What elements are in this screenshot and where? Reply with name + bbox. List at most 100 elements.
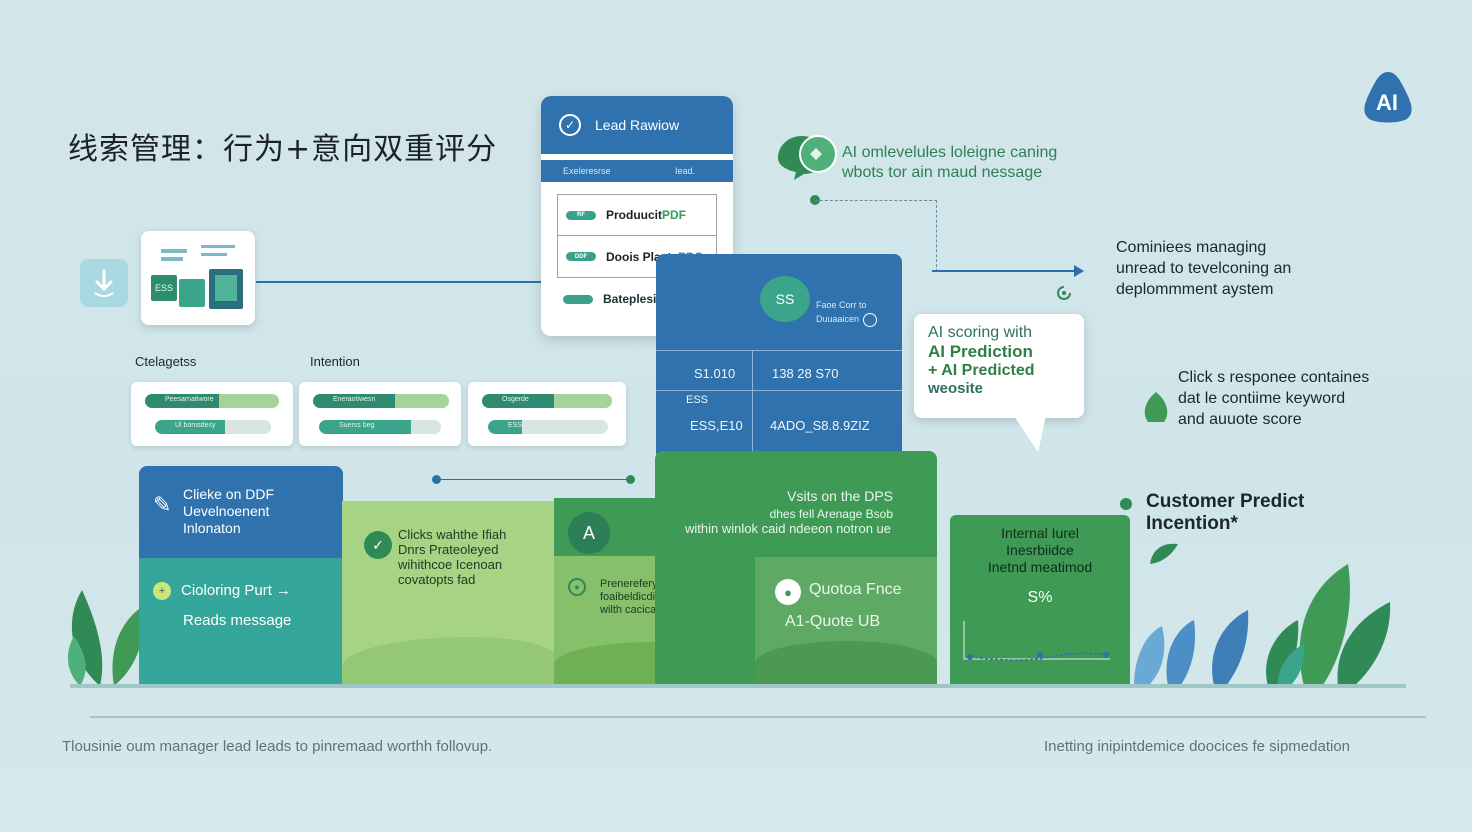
bubble-line: AI Prediction (928, 342, 1033, 361)
score-bar[interactable]: ESS (488, 420, 608, 434)
trend-line-chart (963, 621, 1110, 661)
table-cell: 4ADO_S8.8.9ZIZ (770, 418, 870, 433)
score-bar[interactable]: Eneraotiwesn (313, 394, 449, 408)
radio-icon[interactable]: ● (568, 578, 586, 596)
ground-line (70, 684, 1406, 688)
panel-line: Cioloring Purt → (181, 582, 292, 599)
score-slider-card[interactable]: Peesarnatiwore Ul bomsdesy (131, 382, 293, 446)
desc-line: Click s responee containes (1178, 369, 1370, 386)
score-bar[interactable]: Suerss beg (319, 420, 441, 434)
chat-bubble-icon (774, 134, 838, 182)
panel-side-text: Duuaaicen (816, 314, 860, 324)
panel-line: wihithcoe Icenoan (398, 557, 503, 572)
bubble-line: weosite (928, 380, 984, 397)
panel-line: Vsits on the DPS (787, 488, 893, 504)
chat-line: wbots tor ain maud nessage (842, 164, 1043, 181)
lead-review-card[interactable]: ✓ Lead Rawiow Exeleresrse Iead. RF Produuci… (541, 96, 733, 336)
panel-line: Quotoa Fnce (809, 581, 902, 598)
panel-line: Inetnd meatimod (987, 559, 1093, 575)
document-thumbnail[interactable]: ESS (141, 231, 255, 325)
row-accent: PDF (662, 208, 686, 222)
panel-line: Clicks wahthe Ifiah (398, 527, 507, 542)
quote-icon: ● (775, 579, 801, 605)
bubble-line: + AI Predicted (928, 362, 1035, 379)
panel-line: Uevelnoenent (183, 503, 270, 519)
table-cell: ESS,E10 (690, 418, 743, 433)
ai-badge-text: AI (1376, 90, 1398, 115)
panel-badge: A (568, 512, 610, 554)
ai-logo-icon: AI (1360, 68, 1416, 124)
pen-icon: ✎ (153, 492, 172, 517)
timeline-line (436, 479, 632, 480)
sprout-icon (1148, 540, 1182, 566)
row-pill: DDF (566, 252, 596, 261)
bar-label: Eneraotiwesn (333, 396, 376, 403)
check-icon: ✓ (364, 531, 392, 559)
panel-line: Internal Iurel (1001, 525, 1079, 541)
intention-label: Intention (310, 354, 360, 369)
panel-line: Inesrbiidce (1006, 542, 1074, 558)
table-cell: S1.010 (694, 366, 736, 381)
visits-panel[interactable]: Vsits on the DPS dhes fell Arenage Bsob … (655, 451, 937, 686)
panel-line: Inlonaton (183, 520, 241, 536)
panel-line: dhes fell Arenage Bsob (769, 507, 893, 521)
arrow-line (932, 270, 1078, 272)
desc-line: deplommment aystem (1116, 281, 1274, 298)
bar-label: Osgerde (502, 396, 529, 403)
panel-line: Prenerefery (600, 578, 658, 590)
bar-label: Ul bomsdesy (175, 422, 216, 429)
connector-line (256, 281, 546, 283)
panel-side-text: Faoe Corr to (816, 300, 867, 310)
desc-line: Cominiees managing (1116, 239, 1267, 256)
table-cell: 138 28 S70 (772, 366, 839, 381)
desc-line: dat le contiime keyword (1178, 390, 1346, 407)
divider (90, 716, 1426, 718)
panel-line: within winlok caid ndeeon notron ue (685, 521, 891, 536)
score-table-panel: SS Faoe Corr to Duuaaicen S1.010 138 28 S… (656, 254, 902, 454)
bar-label: ESS (508, 422, 523, 429)
percent-value: S% (1027, 589, 1053, 606)
node-dot (1120, 498, 1132, 510)
score-bar[interactable]: Ul bomsdesy (155, 420, 271, 434)
dashed-connector (815, 200, 937, 272)
refresh-icon[interactable] (1056, 285, 1072, 301)
chat-description: AI omlevelules loleigne caning wbots tor… (842, 143, 1057, 183)
bar-label: Peesarnatiwore (165, 396, 214, 403)
leaf-icon (1140, 390, 1172, 426)
row-pill: RF (566, 210, 596, 220)
score-slider-card[interactable]: Eneraotiwesn Suerss beg (299, 382, 461, 446)
review-sub-left: Exeleresrse (563, 166, 611, 176)
arrow-head-icon (1074, 265, 1084, 277)
pdf-click-panel[interactable]: ✎ Clieke on DDF Uevelnoenent Inlonaton +… (139, 466, 343, 686)
deployment-description: Cominiees managing unread to tevelconing… (1116, 237, 1291, 300)
lead-review-header: Lead Rawiow (595, 117, 680, 133)
categories-label: Ctelagetss (135, 354, 197, 369)
table-cell: ESS (686, 394, 709, 406)
footer-right-text: Inetting inipintdemice doocices fe sipme… (1044, 738, 1351, 755)
download-icon[interactable] (80, 259, 128, 307)
desc-line: unread to tevelconing an (1116, 260, 1292, 277)
row-pill (563, 294, 593, 304)
plus-icon: + (153, 582, 171, 600)
desc-line: and auuote score (1178, 411, 1302, 428)
ai-scoring-bubble: AI scoring with AI Prediction + AI Predi… (914, 314, 1084, 452)
chat-line: AI omlevelules loleigne caning (842, 144, 1058, 161)
review-sub-right: Iead. (674, 166, 695, 176)
info-icon[interactable] (863, 312, 878, 327)
score-circle: SS (760, 276, 810, 322)
clicks-panel[interactable]: ✓ Clicks wahthe Ifiah Dnrs Prateoleyed w… (342, 501, 556, 687)
score-slider-card[interactable]: Osgerde ESS (468, 382, 626, 446)
score-bar[interactable]: Osgerde (482, 394, 612, 408)
intention-chart-panel: Internal Iurel Inesrbiidce Inetnd meatim… (950, 515, 1130, 686)
doc-badge: ESS (151, 275, 177, 301)
check-icon: ✓ (559, 114, 581, 136)
score-bar[interactable]: Peesarnatiwore (145, 394, 279, 408)
row-label: Produucit (606, 208, 662, 222)
response-description: Click s responee containes dat le contii… (1178, 367, 1369, 430)
panel-line: A1-Quote UB (785, 613, 881, 630)
customer-line: Incention* (1146, 513, 1238, 534)
bar-label: Suerss beg (339, 422, 375, 429)
lead-row[interactable]: RF Produucit PDF (558, 195, 716, 236)
customer-line: Customer Predict (1146, 491, 1305, 512)
plant-illustration-right (1128, 560, 1408, 691)
